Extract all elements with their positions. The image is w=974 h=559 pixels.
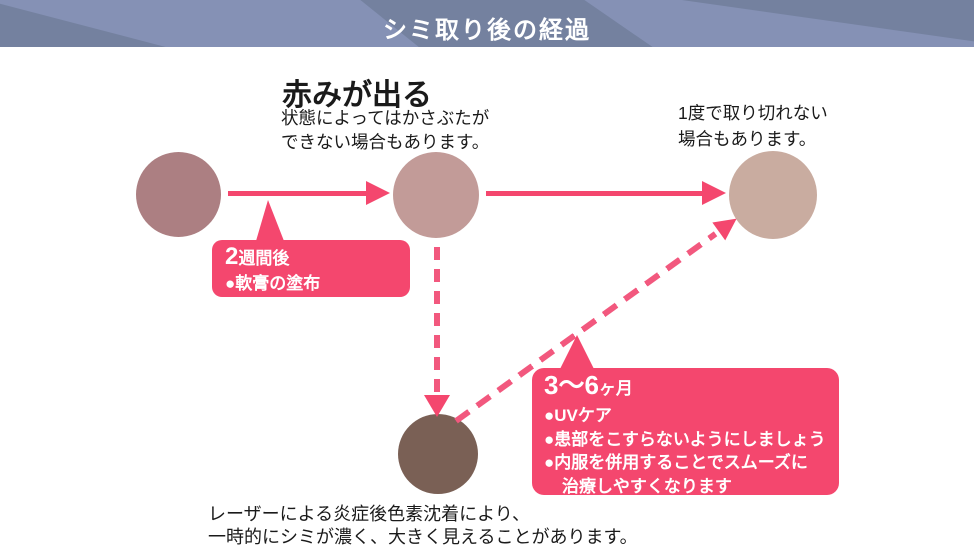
callout-2weeks-period-unit: 週間後: [238, 249, 290, 268]
pigmentation-note-line1: レーザーによる炎症後色素沈着により、: [208, 504, 531, 524]
residual-note-line1: 1度で取り切れない: [678, 103, 828, 123]
spot-initial-circle: [136, 152, 221, 237]
arrow-down-dashed-shaft: [434, 247, 440, 395]
header-banner: シミ取り後の経過: [0, 0, 974, 47]
callout-2weeks-period: 2週間後: [225, 244, 397, 271]
residual-note: 1度で取り切れない場合もあります。: [678, 100, 828, 152]
spot-redness-circle: [393, 152, 479, 238]
callout-3to6: 3〜6ヶ月 ●UVケア ●患部をこすらないようにしましょう ●内服を併用すること…: [532, 368, 839, 496]
callout-3to6-item-medicine: ●内服を併用することでスムーズに: [544, 453, 808, 472]
page-title: シミ取り後の経過: [383, 17, 591, 44]
arrow-down-dashed-head: [424, 395, 450, 417]
callout-3to6-item-medicine-cont: 治療しやすくなります: [562, 476, 732, 496]
arrow-redness-to-residual-shaft: [486, 191, 704, 196]
callout-2weeks: 2週間後 ●軟膏の塗布: [212, 240, 410, 297]
arrow-redness-to-residual-head: [702, 181, 726, 205]
spot-residual-circle: [729, 151, 817, 239]
residual-note-line2: 場合もあります。: [678, 129, 817, 149]
arrow-initial-to-redness-head: [366, 181, 390, 205]
callout-3to6-item-uv: ●UVケア: [544, 406, 612, 425]
redness-title: 赤みが出る: [282, 79, 432, 112]
redness-note-line2: できない場合もあります。: [281, 132, 490, 152]
arrow-initial-to-redness-shaft: [228, 191, 368, 196]
pigmentation-note: レーザーによる炎症後色素沈着により、一時的にシミが濃く、大きく見えることがありま…: [208, 503, 638, 549]
callout-2weeks-period-number: 2: [225, 243, 239, 270]
callout-3to6-period-number: 3〜6: [544, 370, 599, 400]
redness-note: 状態によってはかさぶたができない場合もあります。: [281, 106, 489, 154]
callout-3to6-item-rubbing: ●患部をこすらないようにしましょう: [544, 429, 826, 449]
callout-3to6-period-unit: ヶ月: [598, 379, 633, 398]
callout-3to6-tail: [560, 335, 594, 369]
redness-note-line1: 状態によってはかさぶたが: [281, 108, 490, 128]
spot-pigmentation-circle: [398, 414, 478, 494]
pigmentation-note-line2: 一時的にシミが濃く、大きく見えることがあります。: [208, 527, 638, 547]
callout-2weeks-tail: [256, 200, 284, 241]
callout-2weeks-item: ●軟膏の塗布: [225, 274, 321, 293]
callout-3to6-period: 3〜6ヶ月: [544, 370, 827, 404]
